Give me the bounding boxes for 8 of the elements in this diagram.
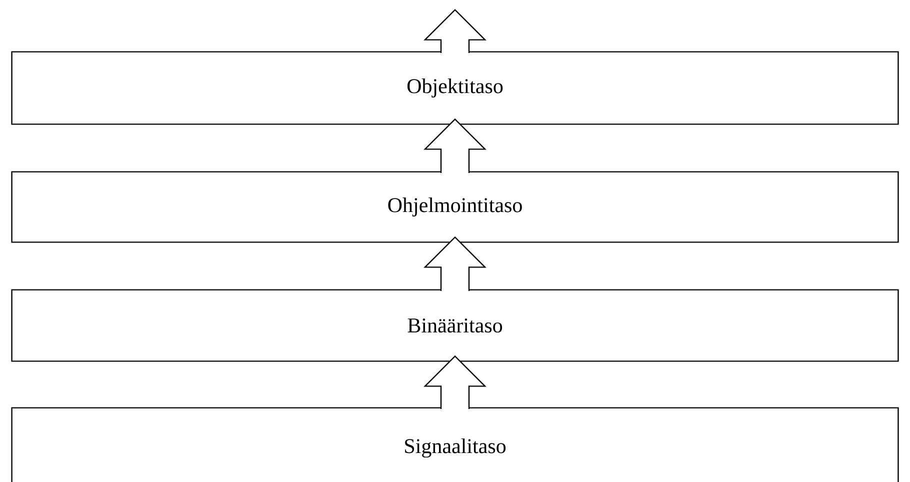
block-arrow [424, 8, 486, 54]
block-arrow [424, 355, 486, 410]
layer-box: Objektitaso [11, 51, 899, 125]
layer-box: Signaalitaso [11, 407, 899, 482]
layer-box: Ohjelmointitaso [11, 171, 899, 243]
layer-box: Binääritaso [11, 289, 899, 362]
block-arrow [424, 118, 486, 174]
block-arrow [424, 236, 486, 292]
